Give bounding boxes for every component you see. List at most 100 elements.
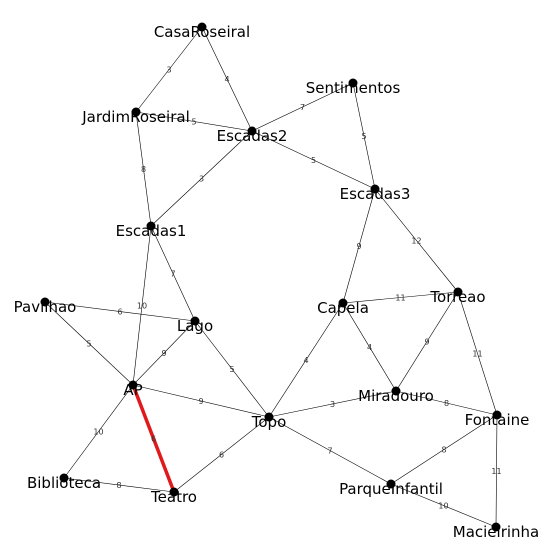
edge-fontaine-macieirinha [495, 414, 498, 528]
edge-lago-ap [132, 320, 196, 386]
edge-capela-miradouro [342, 302, 397, 392]
node-label-parqueinfantil: ParqueInfantil [339, 480, 443, 498]
edge-miradouro-fontaine [395, 390, 498, 416]
node-topo[interactable] [264, 412, 274, 422]
node-label-escadas1: Escadas1 [116, 222, 187, 240]
edge-weight-label: 3 [166, 66, 171, 75]
edge-escadas1-ap [132, 225, 152, 386]
edge-weight-label: 9 [424, 338, 429, 347]
edge-weight-label: 8 [441, 446, 446, 455]
edge-torreao-miradouro [395, 291, 459, 392]
edge-weight-label: 11 [472, 350, 482, 359]
node-label-fontaine: Fontaine [465, 411, 530, 429]
edge-topo-parqueinfantil [268, 416, 392, 485]
node-torreao[interactable] [453, 287, 463, 297]
edge-escadas2-escadas1 [150, 130, 253, 227]
node-sentimentos[interactable] [348, 78, 358, 88]
edge-weight-label: 12 [411, 237, 421, 246]
node-label-biblioteca: Biblioteca [27, 474, 101, 492]
node-label-sentimentos: Sentimentos [306, 79, 401, 97]
edge-weight-label: 5 [311, 156, 316, 165]
node-label-pavilhao: Pavilhao [14, 298, 77, 316]
edge-weight-label: 4 [303, 356, 308, 365]
node-label-escadas3: Escadas3 [340, 185, 411, 203]
node-label-casaroseiral: CasaRoseiral [154, 23, 250, 41]
node-escadas1[interactable] [146, 221, 156, 231]
node-label-torreao: Torreao [429, 288, 485, 306]
edge-escadas1-lago [150, 225, 196, 322]
edge-ap-topo [132, 384, 270, 418]
edge-capela-torreao [342, 291, 459, 304]
node-biblioteca[interactable] [59, 473, 69, 483]
edge-capela-topo [268, 302, 344, 418]
edge-weight-label: 5 [86, 340, 91, 349]
edge-weight-label: 6 [219, 451, 224, 460]
node-capela[interactable] [338, 298, 348, 308]
node-label-capela: Capela [317, 299, 369, 317]
edge-weight-label: 9 [198, 397, 203, 406]
edge-weight-label: 4 [367, 343, 372, 352]
node-label-topo: Topo [251, 413, 287, 431]
edge-escadas3-torreao [374, 188, 459, 293]
nodes-layer [40, 22, 502, 532]
node-label-macieirinha: Macieirinha [453, 523, 539, 541]
node-label-ap: AP [123, 381, 142, 399]
edge-weight-label: 8 [444, 399, 449, 408]
edge-weight-label: 7 [327, 447, 332, 456]
node-escadas3[interactable] [370, 184, 380, 194]
edge-weight-label: 3 [199, 175, 204, 184]
node-label-miradouro: Miradouro [358, 387, 434, 405]
edge-escadas3-capela [342, 188, 376, 304]
edge-weight-label: 10 [438, 502, 448, 511]
edge-topo-teatro [173, 416, 270, 493]
node-escadas2[interactable] [247, 126, 257, 136]
edge-weight-label: 11 [491, 467, 501, 476]
edge-escadas2-sentimentos [251, 82, 354, 132]
node-label-jardimroseiral: JardimRoseiral [81, 108, 189, 126]
edge-jardimroseiral-escadas1 [135, 111, 152, 227]
edge-jardimroseiral-escadas2 [135, 111, 253, 132]
edge-weight-label: 5 [191, 118, 196, 127]
edge-weight-label: 4 [224, 75, 229, 84]
node-macieirinha[interactable] [491, 522, 501, 532]
edge-weight-label: 6 [151, 435, 156, 444]
edge-biblioteca-teatro [63, 477, 175, 493]
edge-weight-label: 8 [116, 481, 121, 490]
edge-weight-label: 5 [361, 132, 366, 141]
edge-casaroseiral-jardimroseiral [135, 26, 203, 113]
node-label-teatro: Teatro [150, 488, 197, 506]
edge-weight-label: 10 [137, 302, 147, 311]
node-label-lago: Lago [177, 317, 213, 335]
edge-weight-label: 8 [141, 165, 146, 174]
edge-lago-topo [194, 320, 270, 418]
edge-parqueinfantil-macieirinha [390, 483, 497, 528]
node-ap[interactable] [128, 380, 138, 390]
node-jardimroseiral[interactable] [131, 107, 141, 117]
edge-torreao-fontaine [457, 291, 498, 416]
node-fontaine[interactable] [492, 410, 502, 420]
edge-sentimentos-escadas3 [352, 82, 376, 190]
edge-weight-label: 11 [395, 294, 405, 303]
edge-ap-biblioteca [63, 384, 134, 479]
edge-weight-label: 9 [356, 242, 361, 251]
edge-ap-teatro [131, 384, 176, 493]
edge-weight-label: 9 [161, 349, 166, 358]
node-lago[interactable] [190, 316, 200, 326]
edge-weight-label: 7 [170, 270, 175, 279]
node-miradouro[interactable] [391, 386, 401, 396]
edge-weight-label: 5 [229, 365, 234, 374]
node-casaroseiral[interactable] [197, 22, 207, 32]
node-teatro[interactable] [169, 487, 179, 497]
node-label-escadas2: Escadas2 [217, 127, 288, 145]
node-parqueinfantil[interactable] [386, 479, 396, 489]
edge-pavilhao-lago [44, 301, 196, 322]
edge-miradouro-topo [268, 390, 397, 418]
edge-fontaine-parqueinfantil [390, 414, 498, 485]
node-pavilhao[interactable] [40, 297, 50, 307]
edge-weight-label: 10 [93, 428, 103, 437]
edge-escadas2-escadas3 [251, 130, 376, 190]
edge-weight-label: 3 [330, 400, 335, 409]
edge-weight-label: 6 [117, 308, 122, 317]
